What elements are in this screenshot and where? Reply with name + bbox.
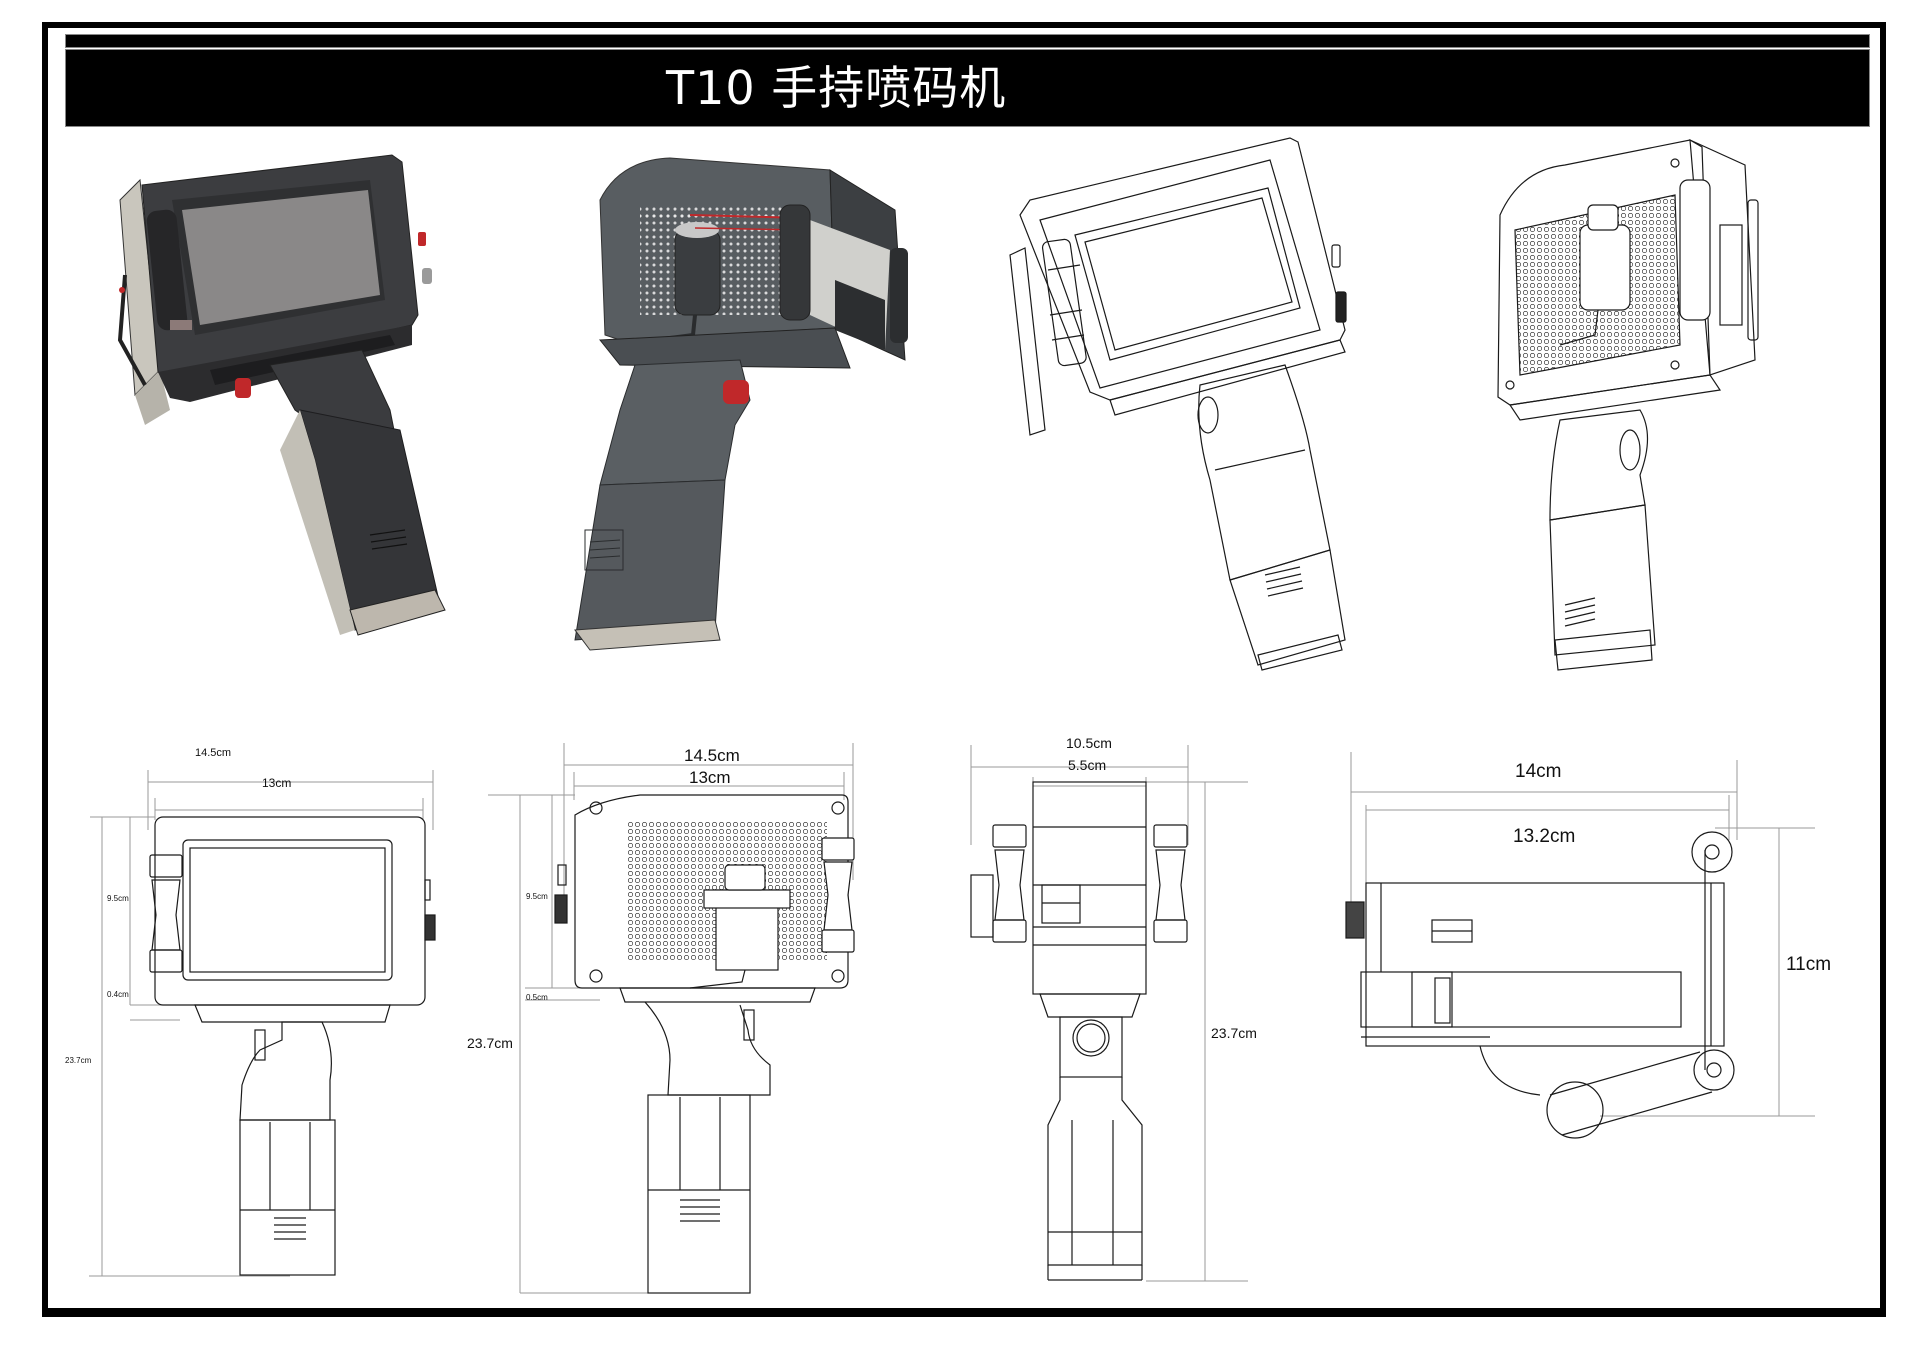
render-back-3d xyxy=(574,157,908,651)
dim-label-top-depth: 11cm xyxy=(1786,954,1832,975)
dim-label-front-body-width: 13cm xyxy=(262,776,292,790)
dim-label-front-body-height: 9.5cm xyxy=(107,894,129,903)
dim-label-rear-body-width: 13cm xyxy=(689,768,731,787)
page-title: T10 手持喷码机 xyxy=(666,61,1007,115)
dimension-view-rear-drawing xyxy=(488,743,855,1294)
dimension-view-front-drawing xyxy=(89,770,436,1277)
dim-label-front-gap-height: 0.4cm xyxy=(107,990,129,999)
dim-label-rear-total-height: 23.7cm xyxy=(467,1035,513,1051)
dim-label-front-overall-width: 14.5cm xyxy=(195,747,232,759)
dim-label-top-overall-width: 14cm xyxy=(1515,761,1562,782)
title-bar: T10 手持喷码机 xyxy=(65,49,1870,127)
dim-label-rear-overall-width: 14.5cm xyxy=(684,746,740,765)
dimension-view-top-drawing xyxy=(1345,752,1815,1139)
dim-label-side-body-width: 5.5cm xyxy=(1068,757,1107,773)
dim-label-rear-gap-height: 0.5cm xyxy=(526,993,548,1002)
dim-label-side-overall-width: 10.5cm xyxy=(1066,735,1112,751)
dim-label-top-body-width: 13.2cm xyxy=(1513,826,1576,847)
render-back-lineart xyxy=(1497,139,1759,671)
header-stripe xyxy=(65,34,1870,48)
page-frame xyxy=(42,22,1886,1317)
dim-label-front-total-height: 23.7cm xyxy=(65,1056,92,1065)
dimension-view-side-drawing xyxy=(970,745,1248,1282)
dim-label-side-total-height: 23.7cm xyxy=(1211,1025,1257,1041)
dim-label-rear-body-height: 9.5cm xyxy=(526,892,548,901)
render-front-3d xyxy=(117,154,446,636)
render-front-lineart xyxy=(1009,137,1347,671)
